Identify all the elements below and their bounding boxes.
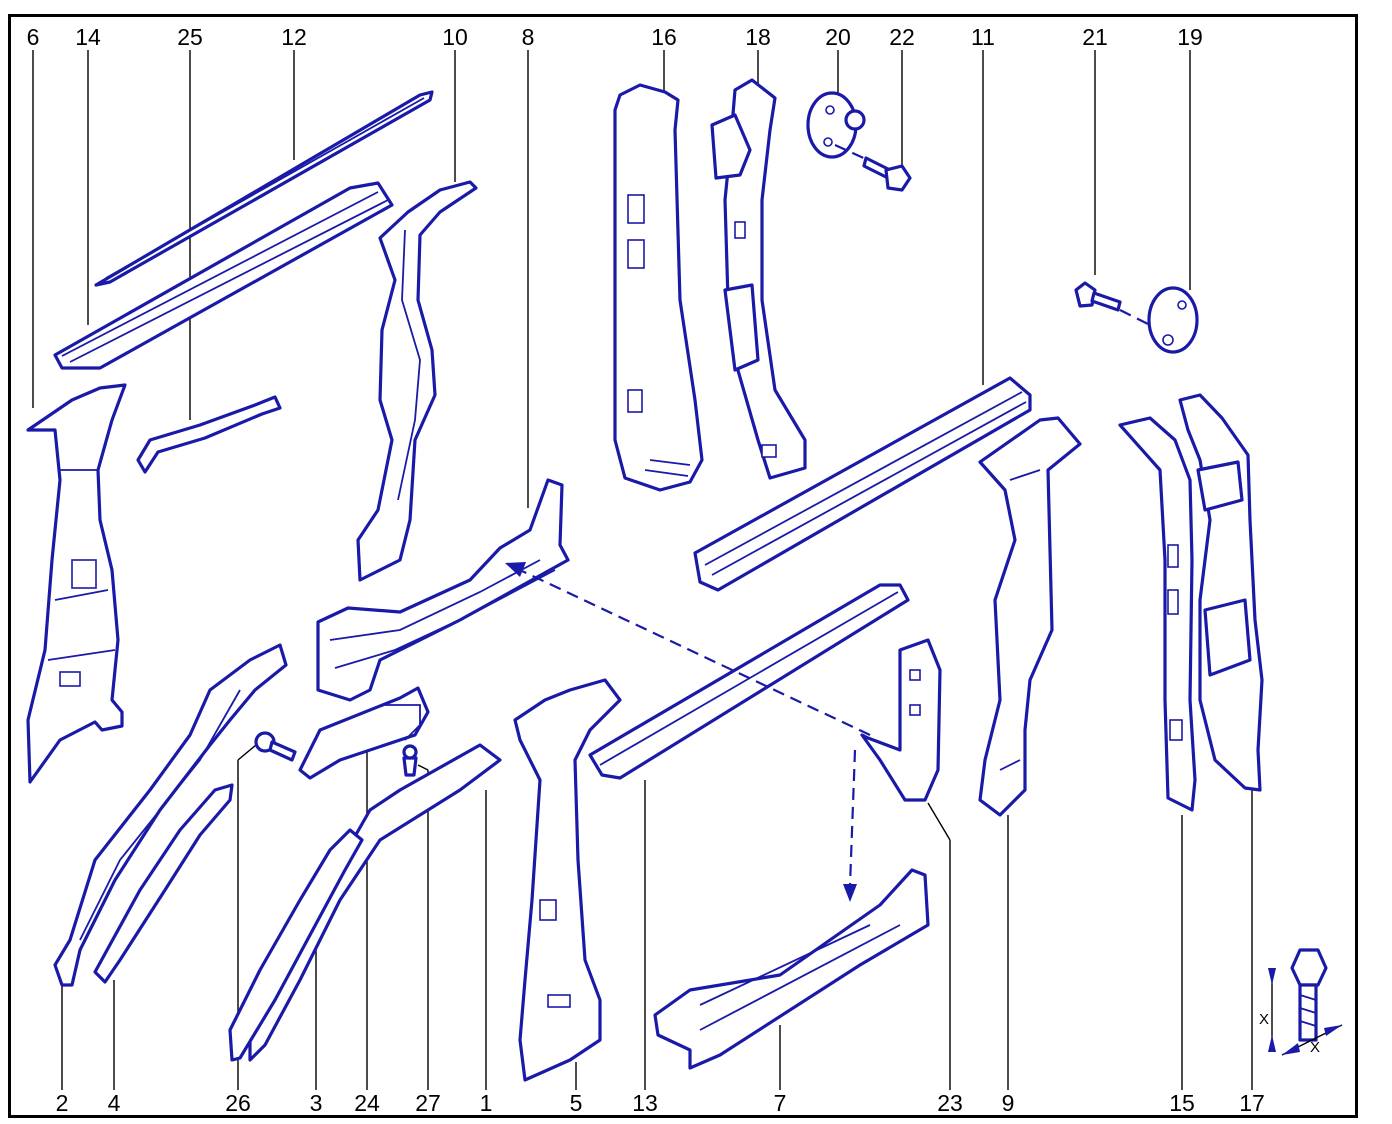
diagram-frame <box>8 14 1358 1118</box>
part-15-door-pillar <box>1118 416 1197 812</box>
assembly-arrows <box>505 562 871 902</box>
callout-9: 9 <box>1001 1090 1015 1116</box>
callout-1: 1 <box>479 1090 493 1116</box>
bolt-dimension-icon <box>1268 948 1343 1056</box>
part-6-rear-pillar <box>26 383 127 784</box>
part-3-inner-panel <box>228 828 364 1062</box>
part-27-screw <box>402 744 418 777</box>
callout-15: 15 <box>1169 1090 1195 1116</box>
part-13-sill-cover <box>588 583 910 780</box>
callout-25: 25 <box>177 24 203 50</box>
callout-23: 23 <box>937 1090 963 1116</box>
callout-12: 12 <box>281 24 307 50</box>
part-21-bolt <box>1074 281 1151 326</box>
part-14-side-rail <box>53 181 394 370</box>
callout-17: 17 <box>1239 1090 1265 1116</box>
part-4-a-pillar-trim <box>93 783 234 984</box>
part-7-outer-sill-panel <box>653 868 930 1070</box>
callout-8: 8 <box>521 24 535 50</box>
part-9-pillar <box>978 416 1082 817</box>
part-20-striker-plate <box>806 91 866 159</box>
part-10-quarter-pillar <box>356 180 478 582</box>
callout-2: 2 <box>55 1090 69 1116</box>
callout-3: 3 <box>309 1090 323 1116</box>
callout-4: 4 <box>107 1090 121 1116</box>
part-22-bolt <box>834 143 912 192</box>
part-19-striker-plate <box>1147 286 1199 354</box>
leader-lines <box>32 50 1253 1090</box>
callout-21: 21 <box>1082 24 1108 50</box>
dimension-label-x-vertical: X <box>1258 1011 1270 1028</box>
callout-5: 5 <box>569 1090 583 1116</box>
callout-27: 27 <box>415 1090 441 1116</box>
callout-26: 26 <box>225 1090 251 1116</box>
part-12-roof-rail-strip <box>94 90 434 287</box>
callout-13: 13 <box>632 1090 658 1116</box>
callout-14: 14 <box>75 24 101 50</box>
callout-18: 18 <box>745 24 771 50</box>
part-16-b-pillar <box>613 83 704 492</box>
callout-20: 20 <box>825 24 851 50</box>
part-8-inner-sill <box>316 478 570 702</box>
callout-19: 19 <box>1177 24 1203 50</box>
part-25-bracket-strip <box>136 395 282 474</box>
callout-16: 16 <box>651 24 677 50</box>
part-23-bracket <box>860 638 942 802</box>
callout-6: 6 <box>26 24 40 50</box>
callout-24: 24 <box>354 1090 380 1116</box>
dimension-label-x-horizontal: X <box>1309 1039 1321 1056</box>
callout-7: 7 <box>773 1090 787 1116</box>
part-1-lower-rail <box>248 743 502 1062</box>
part-18-pillar-reinforcement <box>710 78 807 480</box>
part-24-bracket <box>298 686 430 780</box>
part-5-b-pillar-outer <box>513 678 622 1082</box>
part-11-outer-sill <box>693 376 1032 592</box>
callout-10: 10 <box>442 24 468 50</box>
part-26-bolt <box>254 731 297 762</box>
part-17-rear-pillar-reinforcement <box>1178 393 1264 792</box>
part-2-a-pillar-lower <box>53 643 288 987</box>
callout-22: 22 <box>889 24 915 50</box>
callout-11: 11 <box>971 24 995 50</box>
